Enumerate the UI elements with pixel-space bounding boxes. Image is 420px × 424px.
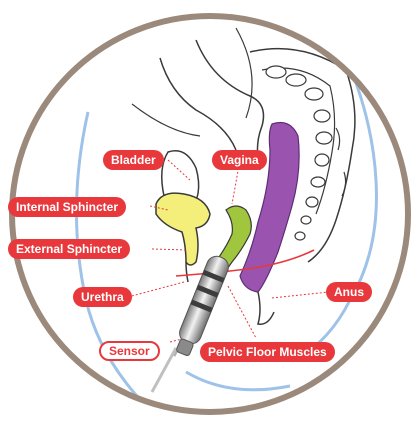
abdominal-wall-line	[159, 57, 237, 151]
label-sensor: Sensor	[99, 341, 160, 361]
intestine-line	[235, 27, 253, 119]
bladder-dome-line	[131, 103, 201, 137]
body-outline-bottom	[185, 370, 291, 392]
anal-canal	[257, 291, 275, 325]
label-external-sphincter: External Sphincter	[8, 239, 131, 259]
sacrum-outline-inner	[261, 67, 336, 215]
body-outline-back	[295, 39, 378, 362]
bladder	[155, 192, 211, 266]
label-vagina: Vagina	[212, 150, 267, 170]
sensor-probe	[150, 255, 229, 393]
label-bladder: Bladder	[103, 150, 164, 170]
sacral-nerve-lines	[335, 127, 347, 197]
label-urethra: Urethra	[73, 287, 132, 307]
urethra-tube	[185, 261, 189, 283]
vertebrae	[265, 65, 333, 241]
pelvic-floor-muscle-line	[175, 249, 315, 277]
label-anus: Anus	[326, 282, 372, 302]
label-pelvic-floor-muscles: Pelvic Floor Muscles	[200, 342, 335, 362]
sacrum-outline-outer	[249, 47, 356, 263]
leader-lines	[127, 159, 339, 343]
uterus-outline	[195, 39, 265, 171]
label-internal-sphincter: Internal Sphincter	[8, 197, 127, 217]
